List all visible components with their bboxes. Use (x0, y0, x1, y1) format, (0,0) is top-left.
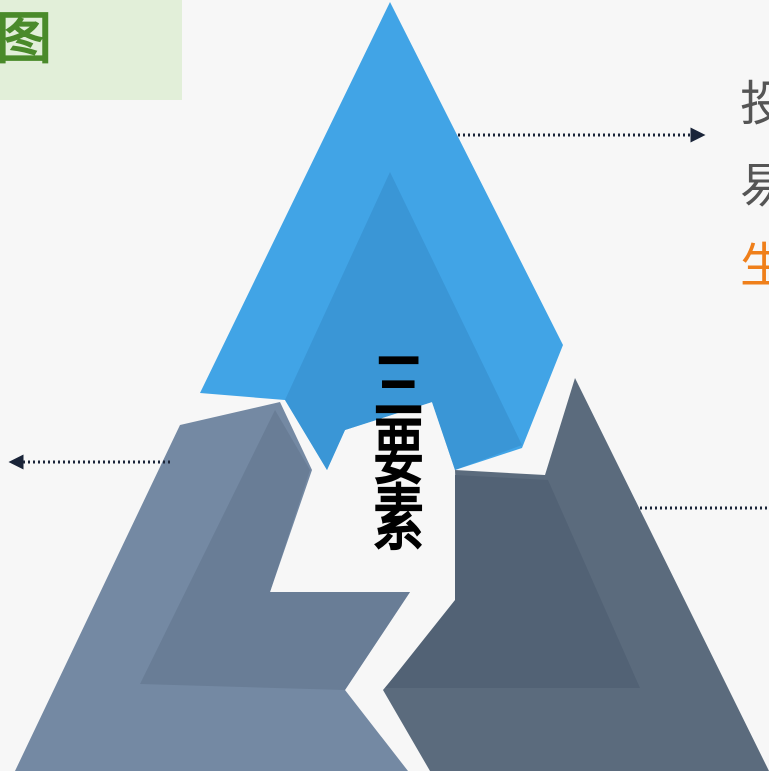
right-text-1: 投 (740, 76, 769, 132)
right-text-2: 易 (740, 158, 769, 214)
right-text-3: 生 (740, 238, 769, 294)
center-label: 三要素 (359, 332, 429, 562)
